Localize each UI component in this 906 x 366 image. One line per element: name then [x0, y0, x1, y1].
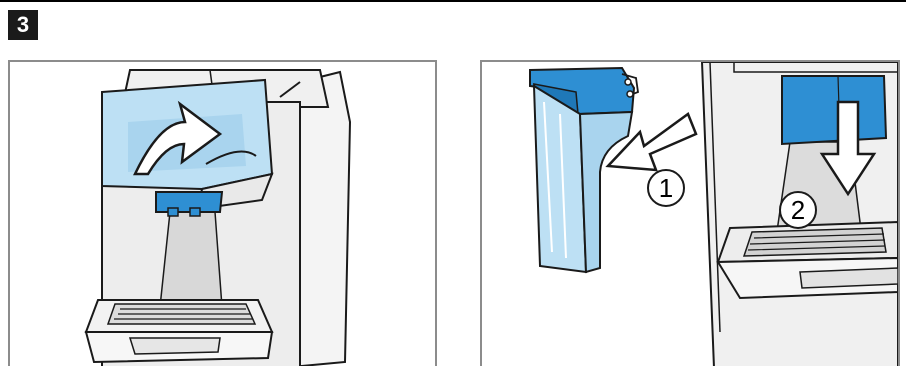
callout-1: 1	[647, 169, 685, 207]
water-tank-illustration: 1 2	[529, 62, 898, 366]
callout-2: 2	[779, 191, 817, 229]
arrow-left-icon	[605, 112, 698, 172]
arrow-down-icon	[819, 100, 877, 197]
callout-2-label: 2	[791, 195, 805, 225]
top-rule	[0, 0, 906, 2]
coffee-machine-lid-illustration	[84, 69, 352, 366]
callout-1-label: 1	[659, 173, 673, 203]
illustration-panel-remove-water-tank: 1 2	[480, 60, 900, 366]
step-number-badge: 3	[8, 10, 38, 40]
curved-arrow-up-icon	[133, 100, 223, 176]
illustration-panel-lift-lid	[8, 60, 437, 366]
